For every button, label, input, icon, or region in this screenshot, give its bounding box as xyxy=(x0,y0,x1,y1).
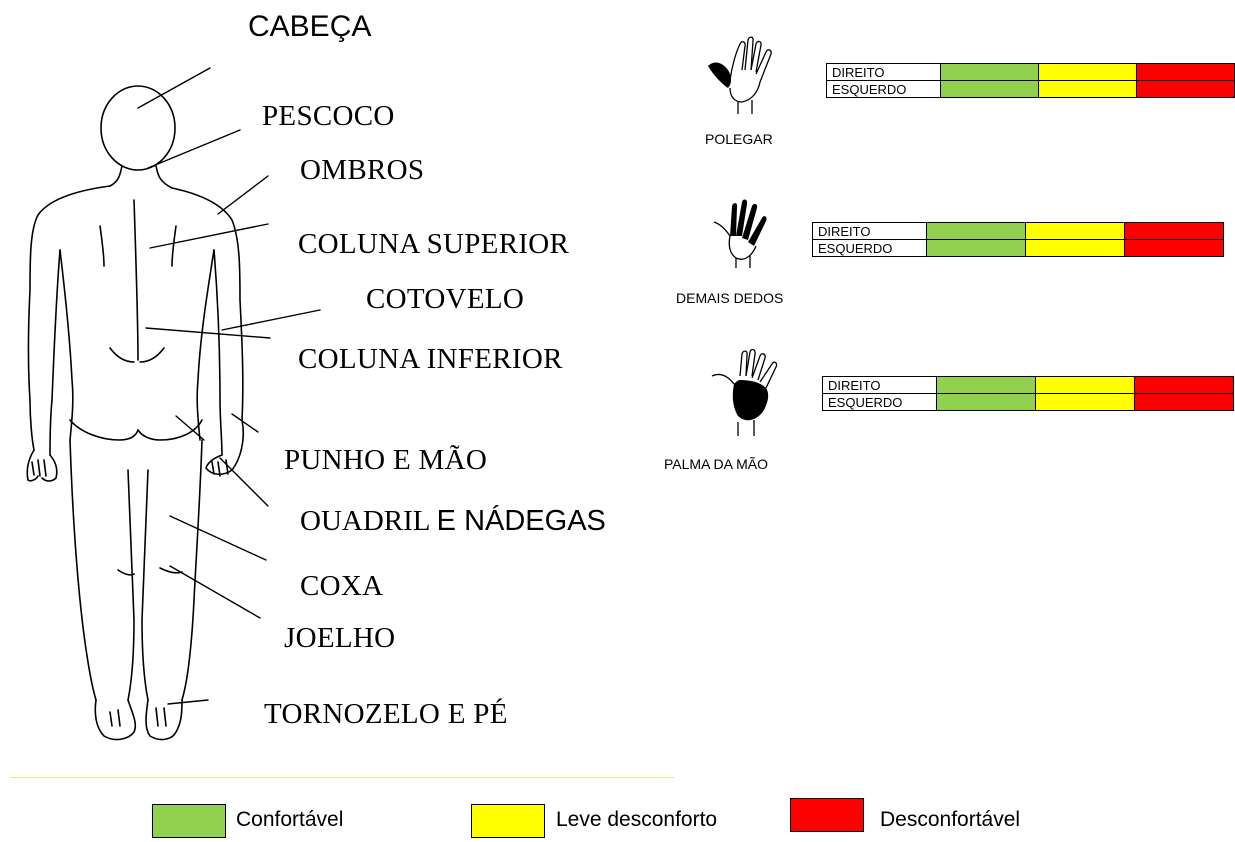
row-esquerdo: ESQUERDO xyxy=(822,393,1234,411)
cell-leve-desconforto[interactable] xyxy=(1037,80,1137,98)
side-label: DIREITO xyxy=(826,63,941,81)
hand-palm-icon xyxy=(711,348,778,436)
cell-leve-desconforto[interactable] xyxy=(1035,376,1135,394)
legend-label-desconfortavel: Desconfortável xyxy=(880,808,1021,831)
divider-line xyxy=(10,777,674,778)
row-direito: DIREITO xyxy=(812,222,1224,240)
caption-polegar: POLEGAR xyxy=(705,131,773,147)
cell-confortavel[interactable] xyxy=(926,222,1026,240)
human-body-back-figure xyxy=(26,67,321,741)
cell-desconfortavel[interactable] xyxy=(1124,222,1224,240)
label-coluna-superior: COLUNA SUPERIOR xyxy=(298,228,570,260)
side-label: ESQUERDO xyxy=(822,393,937,411)
legend-label-confortavel: Confortável xyxy=(236,808,344,831)
row-esquerdo: ESQUERDO xyxy=(826,80,1235,98)
label-cabeca: CABEÇA xyxy=(248,10,372,43)
scale-demais-dedos: DIREITO ESQUERDO xyxy=(812,222,1224,257)
cell-confortavel[interactable] xyxy=(926,239,1026,257)
row-direito: DIREITO xyxy=(826,63,1235,81)
label-quadril-part2: E NÁDEGAS xyxy=(436,505,606,537)
legend-swatch-leve-desconforto xyxy=(471,804,545,838)
cell-leve-desconforto[interactable] xyxy=(1025,239,1125,257)
cell-confortavel[interactable] xyxy=(939,80,1039,98)
cell-desconfortavel[interactable] xyxy=(1135,80,1235,98)
side-label: ESQUERDO xyxy=(812,239,927,257)
label-punho-mao: PUNHO E MÃO xyxy=(284,444,488,476)
cell-desconfortavel[interactable] xyxy=(1135,63,1235,81)
scale-polegar: DIREITO ESQUERDO xyxy=(826,63,1235,98)
label-joelho: JOELHO xyxy=(284,622,396,654)
legend-swatch-desconfortavel xyxy=(790,798,864,832)
label-cotovelo: COTOVELO xyxy=(366,283,525,315)
cell-desconfortavel[interactable] xyxy=(1134,393,1234,411)
label-pescoco: PESCOCO xyxy=(262,100,395,132)
side-label: ESQUERDO xyxy=(826,80,941,98)
cell-confortavel[interactable] xyxy=(936,393,1036,411)
row-direito: DIREITO xyxy=(822,376,1234,394)
cell-leve-desconforto[interactable] xyxy=(1037,63,1137,81)
label-coxa: COXA xyxy=(300,570,384,602)
legend-swatch-confortavel xyxy=(152,804,226,838)
hand-thumb-icon xyxy=(708,36,772,114)
cell-desconfortavel[interactable] xyxy=(1124,239,1224,257)
side-label: DIREITO xyxy=(812,222,927,240)
side-label: DIREITO xyxy=(822,376,937,394)
hand-fingers-icon xyxy=(713,199,767,268)
label-ombros: OMBROS xyxy=(300,154,425,186)
label-coluna-inferior: COLUNA INFERIOR xyxy=(298,343,563,375)
cell-confortavel[interactable] xyxy=(936,376,1036,394)
label-quadril-part1: OUADRIL xyxy=(300,505,437,537)
cell-leve-desconforto[interactable] xyxy=(1025,222,1125,240)
label-tornozelo-pe: TORNOZELO E PÉ xyxy=(264,698,508,730)
cell-confortavel[interactable] xyxy=(939,63,1039,81)
row-esquerdo: ESQUERDO xyxy=(812,239,1224,257)
legend-label-leve-desconforto: Leve desconforto xyxy=(556,808,718,831)
caption-demais-dedos: DEMAIS DEDOS xyxy=(676,290,784,306)
cell-leve-desconforto[interactable] xyxy=(1035,393,1135,411)
caption-palma-da-mao: PALMA DA MÃO xyxy=(664,456,768,472)
cell-desconfortavel[interactable] xyxy=(1134,376,1234,394)
label-quadril-nadegas: OUADRIL E NÁDEGAS xyxy=(300,507,606,536)
scale-palma-da-mao: DIREITO ESQUERDO xyxy=(822,376,1234,411)
